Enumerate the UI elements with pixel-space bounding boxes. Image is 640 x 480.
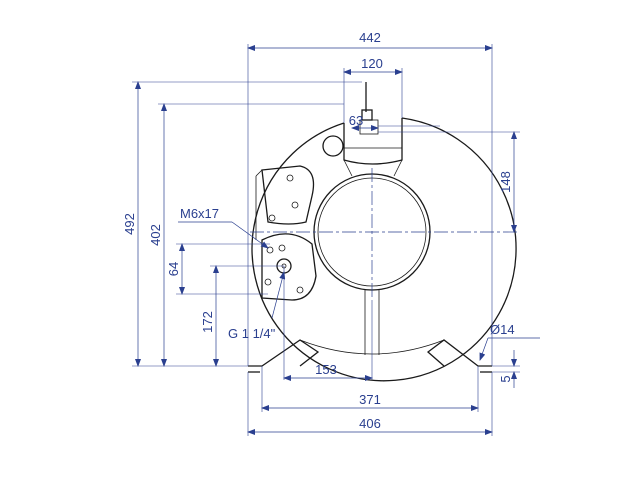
label-foot-thickness: 5 [498, 375, 513, 382]
flange-hole-a [286, 174, 294, 182]
anode-cap [322, 135, 344, 157]
leader-port [271, 271, 286, 319]
collar-web-right [393, 159, 403, 177]
left-foot [248, 339, 320, 367]
tank-body [251, 117, 517, 382]
upper-flange [261, 165, 315, 225]
label-fitting-offset: 63 [349, 113, 363, 128]
flange-hole-b [268, 214, 276, 222]
label-port: G 1 1/4" [228, 326, 276, 341]
tank-feet [248, 339, 492, 373]
bolt-hole-upper [266, 246, 274, 254]
vent-cap [361, 109, 373, 121]
flange-bevel [255, 169, 263, 177]
top-fitting [322, 82, 402, 157]
lower-flange [261, 233, 317, 301]
side-flanges [255, 165, 317, 301]
dimension-labels: 442 120 63 148 492 402 M6x17 64 172 G 1 … [122, 30, 515, 431]
label-overall-height: 492 [122, 213, 137, 235]
bolt-hole-lower-b [296, 286, 304, 294]
tank-neck-collar [343, 138, 403, 165]
label-foot-width: 406 [359, 416, 381, 431]
label-port-height: 172 [200, 311, 215, 333]
label-hole-diameter: Ø14 [490, 322, 515, 337]
dimension-lines [135, 45, 517, 435]
flange-hole-c [291, 201, 299, 209]
label-bolt: M6x17 [180, 206, 219, 221]
label-body-height: 402 [148, 224, 163, 246]
collar-web-left [343, 159, 353, 177]
label-overall-width: 442 [359, 30, 381, 45]
leader-lines [178, 221, 540, 361]
label-top-fitting-width: 120 [361, 56, 383, 71]
tank-outer-circle [251, 117, 517, 382]
label-fitting-height: 148 [498, 171, 513, 193]
extension-lines [132, 44, 520, 436]
leader-hole [479, 337, 489, 361]
bolt-hole-upper-b [278, 244, 286, 252]
label-foot-hole-spacing: 371 [359, 392, 381, 407]
label-port-offset: 153 [315, 362, 337, 377]
bolt-hole-lower [264, 278, 272, 286]
leader-m6x17 [231, 221, 269, 249]
label-bolt-spacing: 64 [166, 262, 181, 276]
